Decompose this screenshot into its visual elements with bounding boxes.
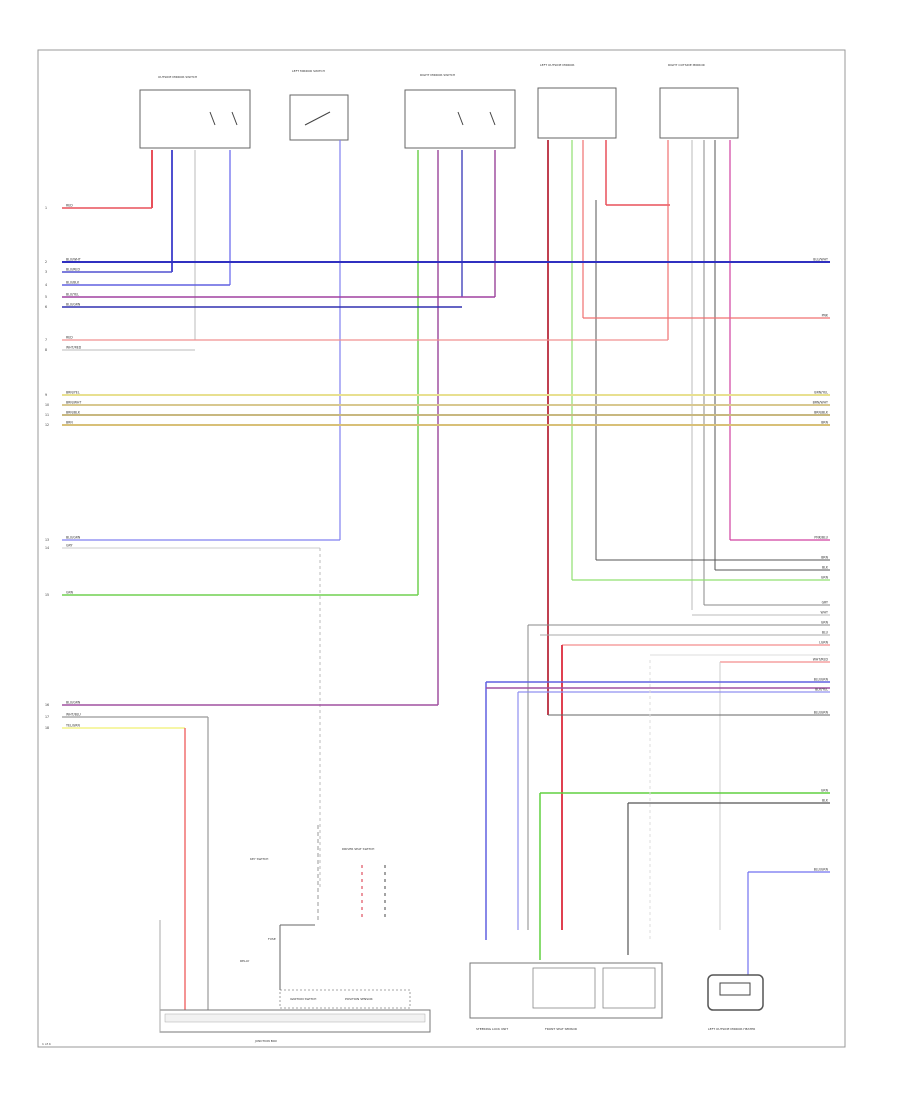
junction-box-component: JUNCTION BOX FUSE RELAY IGNITION SWITCH …	[159, 920, 431, 1043]
left-wire-label: BRN/BLK	[66, 411, 81, 415]
right-wire-labels: BLU/WHT PNK BRN/YEL BRN/WHT BRN/BLK BRN PNK/BL…	[813, 258, 829, 872]
left-pin-number: 17	[45, 715, 49, 719]
left-wire-label: BLU/GRN	[66, 536, 81, 540]
key-switch-component: KEY SWITCH	[250, 825, 319, 920]
position-sensor-label: POSITION SENSOR	[345, 997, 373, 1001]
left-wire-label: YEL/GRN	[66, 724, 80, 728]
left-outside-mirror-label: LEFT OUTSIDE MIRROR	[540, 63, 574, 67]
right-wire-label: WHT	[821, 611, 829, 615]
right-wire-label: BLU	[822, 631, 829, 635]
right-wire-label: BRN/YEL	[814, 391, 828, 395]
left-pin-number: 7	[45, 338, 47, 342]
left-pin-number: 12	[45, 423, 49, 427]
left-pin-number: 18	[45, 726, 49, 730]
left-pin-number: 6	[45, 305, 47, 309]
right-wire-label: BRN/BLK	[814, 411, 829, 415]
page-reference: 1 of 4	[42, 1042, 51, 1046]
right-wire-label: LGRN	[819, 641, 828, 645]
left-wire-label: WHT/RED	[66, 346, 82, 350]
left-wire-label: BRN/WHT	[66, 401, 81, 405]
left-wire-label: BRN	[66, 421, 73, 425]
left-wire-label: BLU/GRN	[66, 303, 81, 307]
left-pin-number: 4	[45, 283, 47, 287]
left-wire-label: WHT/BLU	[66, 713, 81, 717]
outside-mirror-switch-component: OUTSIDE MIRROR SWITCH	[139, 75, 251, 149]
right-wire-label: BLU/WHT	[813, 258, 828, 262]
left-wire-label: BLU/BLK	[66, 281, 80, 285]
left-pin-number: 2	[45, 260, 47, 264]
right-outside-mirror-component: RIGHT OUTSIDE MIRROR	[659, 63, 739, 139]
left-wire-label: BLU/WHT	[66, 258, 81, 262]
relay-label: RELAY	[240, 959, 250, 963]
left-wire-label: BRN/YEL	[66, 391, 80, 395]
right-wire-label: WHT/RED	[813, 658, 829, 662]
ignition-switch-label: IGNITION SWITCH	[290, 997, 316, 1001]
left-pin-number: 11	[45, 413, 49, 417]
right-wire-label: BLK	[822, 566, 829, 570]
steering-lock-unit-component: STEERING LOCK UNIT FRONT SEAT SENSOR	[469, 962, 663, 1031]
diagram-border	[37, 49, 846, 1048]
driver-seat-switch-component: DRIVER SEAT SWITCH	[342, 847, 386, 920]
driver-seat-switch-label: DRIVER SEAT SWITCH	[342, 847, 374, 851]
steering-lock-unit-label: STEERING LOCK UNIT	[476, 1027, 508, 1031]
right-wire-label: BRN/WHT	[813, 401, 828, 405]
left-wire-label: BLU/YEL	[66, 293, 79, 297]
right-mirror-switch-component: RIGHT MIRROR SWITCH	[404, 73, 516, 149]
right-wire-label: BLK/YEL	[815, 688, 828, 692]
left-outside-mirror-heater-component: LEFT OUTSIDE MIRROR HEATER	[707, 974, 764, 1031]
outside-mirror-switch-label: OUTSIDE MIRROR SWITCH	[158, 75, 197, 79]
left-wire-label: BLU/RED	[66, 268, 80, 272]
right-wire-label: BRN	[821, 556, 828, 560]
right-wire-label: GRN	[821, 621, 829, 625]
right-wire-label: PNK	[822, 314, 829, 318]
left-pin-number: 1	[45, 206, 47, 210]
left-pin-number: 5	[45, 295, 47, 299]
right-wire-label: PNK/BLU	[814, 536, 828, 540]
left-pin-number: 8	[45, 348, 47, 352]
right-wire-label: BLK	[822, 799, 829, 803]
left-pin-number: 15	[45, 593, 49, 597]
right-wire-label: BLU/GRN	[814, 678, 829, 682]
left-pin-number: 16	[45, 703, 49, 707]
left-pin-number: 3	[45, 270, 47, 274]
right-wire-label: GRY	[822, 601, 828, 605]
left-wire-label: GRN	[66, 591, 74, 595]
front-seat-sensor-label: FRONT SEAT SENSOR	[545, 1027, 577, 1031]
left-pin-number: 10	[45, 403, 49, 407]
junction-box-label: JUNCTION BOX	[254, 1039, 277, 1043]
right-mirror-switch-label: RIGHT MIRROR SWITCH	[420, 73, 455, 77]
fuse-label: FUSE	[268, 937, 276, 941]
right-wire-label: BLU/GRN	[814, 711, 829, 715]
left-pin-number: 13	[45, 538, 49, 542]
right-wire-label: GRN	[821, 789, 829, 793]
right-wire-label: GRN	[821, 576, 829, 580]
left-outside-mirror-heater-label: LEFT OUTSIDE MIRROR HEATER	[708, 1027, 755, 1031]
left-wire-label: BLU/GRN	[66, 701, 81, 705]
right-wire-label: BLU/GRN	[814, 868, 829, 872]
right-outside-mirror-label: RIGHT OUTSIDE MIRROR	[668, 63, 705, 67]
left-wire-label: RED	[66, 204, 73, 208]
left-mirror-switch-label: LEFT MIRROR SWITCH	[292, 69, 325, 73]
key-switch-label: KEY SWITCH	[250, 857, 268, 861]
left-outside-mirror-component: LEFT OUTSIDE MIRROR	[537, 63, 617, 139]
right-wire-label: BRN	[821, 421, 828, 425]
left-wire-label: RED	[66, 336, 73, 340]
left-wire-label: GRY	[66, 544, 72, 548]
left-pin-number: 14	[45, 546, 49, 550]
left-mirror-switch-component: LEFT MIRROR SWITCH	[289, 69, 349, 141]
left-pin-number: 9	[45, 393, 47, 397]
